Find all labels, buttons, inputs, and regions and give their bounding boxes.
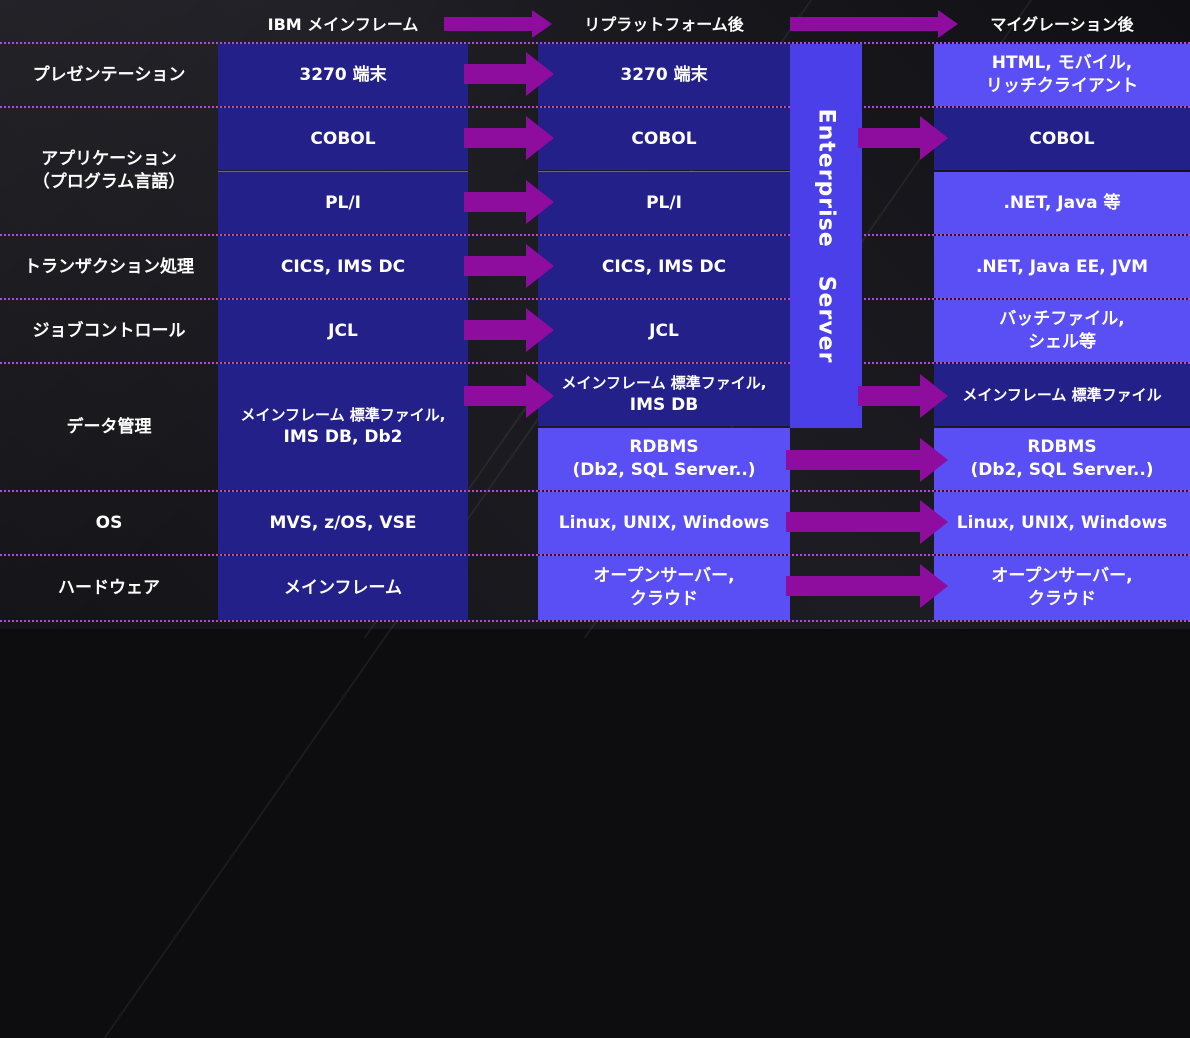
migration-hardware-line2: クラウド	[1028, 589, 1096, 609]
migration-hardware-line1: オープンサーバー,	[991, 566, 1133, 587]
replatform-job: JCL	[538, 300, 790, 362]
arrow-presentation	[464, 52, 554, 96]
row-label-hardware: ハードウェア	[58, 577, 160, 598]
replatform-rdbms-line1: RDBMS	[629, 437, 699, 458]
migration-os: Linux, UNIX, Windows	[934, 492, 1190, 554]
enterprise-server-word2: Server	[813, 275, 839, 364]
replatform-transaction: CICS, IMS DC	[538, 236, 790, 298]
arrow-job	[464, 308, 554, 352]
arrow-data	[464, 374, 554, 418]
migration-data: メインフレーム 標準ファイル	[934, 364, 1190, 426]
replatform-pli: PL/I	[538, 172, 790, 234]
replatform-presentation: 3270 端末	[538, 44, 790, 106]
replatform-hardware-line1: オープンサーバー,	[593, 566, 735, 587]
migration-presentation-line1: HTML, モバイル,	[991, 53, 1133, 74]
replatform-data-line2: IMS DB	[629, 394, 699, 415]
arrow-pli	[464, 180, 554, 224]
arrow-rdbms-migration	[786, 438, 948, 482]
replatform-hardware: オープンサーバー, クラウド	[538, 556, 790, 620]
row-label-presentation: プレゼンテーション	[32, 64, 186, 85]
enterprise-server-label: EnterpriseServer	[814, 95, 839, 378]
replatform-cobol: COBOL	[538, 108, 790, 170]
arrow-transaction	[464, 244, 554, 288]
row-divider	[0, 490, 1190, 492]
header-arrow-2	[790, 10, 958, 38]
row-divider	[0, 554, 1190, 556]
arrow-data-migration	[858, 374, 948, 418]
mainframe-presentation: 3270 端末	[218, 44, 468, 106]
row-label-os: OS	[95, 512, 123, 533]
enterprise-server-word1: Enterprise	[813, 108, 839, 248]
header-mainframe: IBM メインフレーム	[267, 15, 419, 34]
arrow-hardware-migration	[786, 564, 948, 608]
enterprise-server-block: EnterpriseServer	[790, 44, 862, 428]
replatform-os: Linux, UNIX, Windows	[538, 492, 790, 554]
mainframe-os: MVS, z/OS, VSE	[218, 492, 468, 554]
mainframe-hardware: メインフレーム	[218, 556, 468, 620]
migration-job-line2: シェル等	[1028, 332, 1096, 352]
row-label-data: データ管理	[66, 416, 152, 437]
mainframe-data: メインフレーム 標準ファイル, IMS DB, Db2	[218, 364, 468, 490]
header-arrow-1	[444, 10, 552, 38]
migration-job-line1: バッチファイル,	[999, 309, 1125, 330]
row-divider	[0, 620, 1190, 622]
row-label-job: ジョブコントロール	[32, 320, 186, 341]
mainframe-data-line2: IMS DB, Db2	[283, 426, 403, 447]
row-label-transaction: トランザクション処理	[24, 256, 194, 277]
row-divider	[0, 234, 1190, 236]
cell-separator	[218, 171, 468, 172]
replatform-data-line1: メインフレーム 標準ファイル,	[561, 374, 767, 393]
row-label-application-line2: （プログラム言語）	[32, 172, 186, 192]
mainframe-transaction: CICS, IMS DC	[218, 236, 468, 298]
arrow-cobol-migration	[858, 116, 948, 160]
migration-cobol: COBOL	[934, 108, 1190, 170]
row-divider	[0, 298, 1190, 300]
mainframe-data-line1: メインフレーム 標準ファイル,	[240, 406, 446, 425]
migration-transaction: .NET, Java EE, JVM	[934, 236, 1190, 298]
migration-pli: .NET, Java 等	[934, 172, 1190, 234]
replatform-hardware-line2: クラウド	[630, 589, 698, 609]
migration-presentation: HTML, モバイル, リッチクライアント	[934, 44, 1190, 106]
migration-job: バッチファイル, シェル等	[934, 300, 1190, 362]
cell-separator	[538, 171, 790, 172]
mainframe-job: JCL	[218, 300, 468, 362]
replatform-rdbms-line2: (Db2, SQL Server..)	[572, 460, 756, 480]
arrow-os-migration	[786, 500, 948, 544]
arrow-cobol	[464, 116, 554, 160]
migration-presentation-line2: リッチクライアント	[985, 76, 1139, 96]
row-label-application: アプリケーション （プログラム言語）	[0, 108, 218, 234]
mainframe-cobol: COBOL	[218, 108, 468, 170]
replatform-rdbms: RDBMS (Db2, SQL Server..)	[538, 428, 790, 490]
row-divider	[0, 106, 1190, 108]
header-replatform: リプラットフォーム後	[584, 15, 744, 34]
replatform-data: メインフレーム 標準ファイル, IMS DB	[538, 364, 790, 426]
header-migration: マイグレーション後	[990, 15, 1134, 34]
row-divider	[0, 42, 1190, 44]
migration-rdbms-line2: (Db2, SQL Server..)	[970, 460, 1154, 480]
row-label-application-line1: アプリケーション	[41, 149, 177, 170]
mainframe-pli: PL/I	[218, 172, 468, 234]
row-divider	[0, 362, 1190, 364]
migration-hardware: オープンサーバー, クラウド	[934, 556, 1190, 620]
migration-rdbms: RDBMS (Db2, SQL Server..)	[934, 428, 1190, 490]
migration-rdbms-line1: RDBMS	[1027, 437, 1097, 458]
